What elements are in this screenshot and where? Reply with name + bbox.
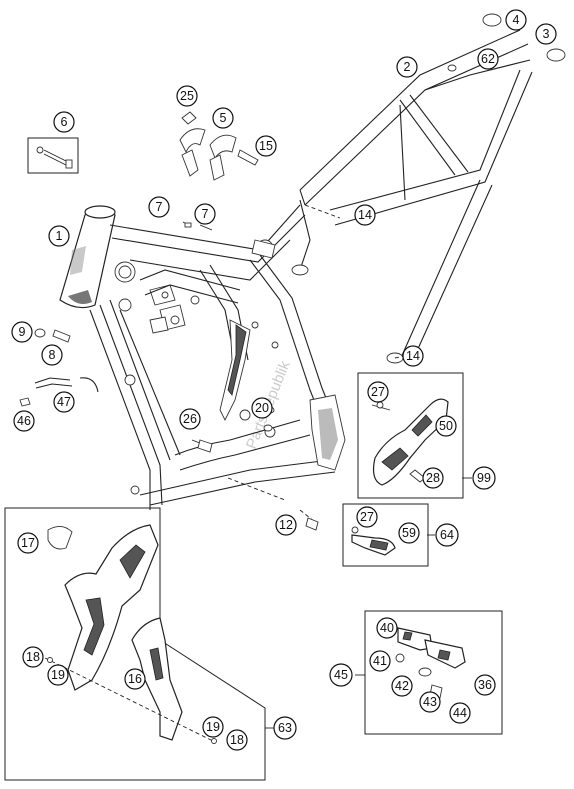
callout-28: 28 bbox=[422, 467, 444, 489]
callout-26: 26 bbox=[179, 408, 201, 430]
callout-42: 42 bbox=[391, 675, 413, 697]
svg-text:18: 18 bbox=[26, 650, 40, 664]
callout-36: 36 bbox=[474, 674, 496, 696]
svg-text:18: 18 bbox=[230, 733, 244, 747]
callout-43: 43 bbox=[419, 691, 441, 713]
svg-text:26: 26 bbox=[183, 412, 197, 426]
svg-text:50: 50 bbox=[439, 419, 453, 433]
svg-text:28: 28 bbox=[426, 471, 440, 485]
svg-text:42: 42 bbox=[395, 679, 409, 693]
svg-text:9: 9 bbox=[19, 325, 26, 339]
svg-text:7: 7 bbox=[156, 200, 163, 214]
callout-12: 12 bbox=[275, 514, 297, 536]
callout-7-second: 7 bbox=[194, 203, 216, 225]
callout-19: 19 bbox=[47, 664, 69, 686]
part-6-box bbox=[27, 137, 79, 174]
callout-44: 44 bbox=[449, 702, 471, 724]
main-frame bbox=[59, 204, 346, 510]
svg-text:44: 44 bbox=[453, 706, 467, 720]
group-45-box bbox=[364, 610, 503, 735]
callout-14: 14 bbox=[354, 204, 376, 226]
callout-59: 59 bbox=[398, 522, 420, 544]
svg-text:5: 5 bbox=[220, 111, 227, 125]
svg-text:16: 16 bbox=[128, 672, 142, 686]
svg-text:25: 25 bbox=[180, 89, 194, 103]
callout-62: 62 bbox=[477, 48, 499, 70]
svg-text:43: 43 bbox=[423, 695, 437, 709]
svg-text:99: 99 bbox=[477, 471, 491, 485]
callout-8: 8 bbox=[41, 344, 63, 366]
svg-text:3: 3 bbox=[543, 27, 550, 41]
svg-text:14: 14 bbox=[358, 208, 372, 222]
part-17-guards bbox=[47, 524, 183, 741]
callout-46: 46 bbox=[13, 410, 35, 432]
engine-brackets bbox=[179, 111, 259, 181]
svg-text:8: 8 bbox=[49, 348, 56, 362]
svg-text:46: 46 bbox=[17, 414, 31, 428]
svg-text:1: 1 bbox=[56, 229, 63, 243]
callout-50: 50 bbox=[435, 415, 457, 437]
callout-99: 99 bbox=[472, 466, 496, 490]
part-50-frame-guard bbox=[371, 398, 449, 486]
callout-6: 6 bbox=[53, 111, 75, 133]
svg-text:19: 19 bbox=[206, 720, 220, 734]
svg-text:20: 20 bbox=[255, 401, 269, 415]
callout-18-second: 18 bbox=[226, 729, 248, 751]
svg-text:6: 6 bbox=[61, 115, 68, 129]
subframe bbox=[291, 13, 566, 364]
svg-text:14: 14 bbox=[406, 349, 420, 363]
svg-text:41: 41 bbox=[373, 654, 387, 668]
svg-text:17: 17 bbox=[21, 536, 35, 550]
footrest-set bbox=[395, 627, 466, 699]
callout-14-second: 14 bbox=[402, 345, 424, 367]
callout-7: 7 bbox=[148, 196, 170, 218]
group-99-box bbox=[357, 372, 464, 499]
svg-text:15: 15 bbox=[259, 139, 273, 153]
svg-text:59: 59 bbox=[402, 526, 416, 540]
callout-25: 25 bbox=[176, 85, 198, 107]
callout-17: 17 bbox=[17, 532, 39, 554]
callout-9: 9 bbox=[11, 321, 33, 343]
callout-64: 64 bbox=[435, 523, 459, 547]
svg-text:63: 63 bbox=[278, 721, 292, 735]
callout-4: 4 bbox=[505, 9, 527, 31]
callout-16: 16 bbox=[124, 668, 146, 690]
svg-text:2: 2 bbox=[404, 60, 411, 74]
callout-63: 63 bbox=[273, 716, 297, 740]
svg-text:19: 19 bbox=[51, 668, 65, 682]
svg-text:62: 62 bbox=[481, 52, 495, 66]
part-59 bbox=[351, 526, 396, 556]
svg-text:64: 64 bbox=[440, 528, 454, 542]
callout-15: 15 bbox=[255, 135, 277, 157]
svg-text:12: 12 bbox=[279, 518, 293, 532]
callout-47: 47 bbox=[53, 391, 75, 413]
svg-text:36: 36 bbox=[478, 678, 492, 692]
svg-text:45: 45 bbox=[334, 668, 348, 682]
callout-27: 27 bbox=[367, 381, 389, 403]
part-6 bbox=[36, 146, 73, 169]
callout-19-second: 19 bbox=[202, 716, 224, 738]
callout-3: 3 bbox=[535, 23, 557, 45]
callout-5: 5 bbox=[212, 107, 234, 129]
callout-41: 41 bbox=[369, 650, 391, 672]
callout-2: 2 bbox=[396, 56, 418, 78]
callout-27-second: 27 bbox=[356, 506, 378, 528]
callout-18: 18 bbox=[22, 646, 44, 668]
callout-40: 40 bbox=[376, 617, 398, 639]
group-63-box bbox=[4, 507, 266, 781]
callout-45: 45 bbox=[329, 663, 353, 687]
callout-1: 1 bbox=[48, 225, 70, 247]
svg-text:47: 47 bbox=[57, 395, 71, 409]
svg-text:7: 7 bbox=[202, 207, 209, 221]
svg-text:27: 27 bbox=[360, 510, 374, 524]
svg-text:27: 27 bbox=[371, 385, 385, 399]
svg-text:4: 4 bbox=[513, 13, 520, 27]
callout-20: 20 bbox=[251, 397, 273, 419]
svg-text:40: 40 bbox=[380, 621, 394, 635]
